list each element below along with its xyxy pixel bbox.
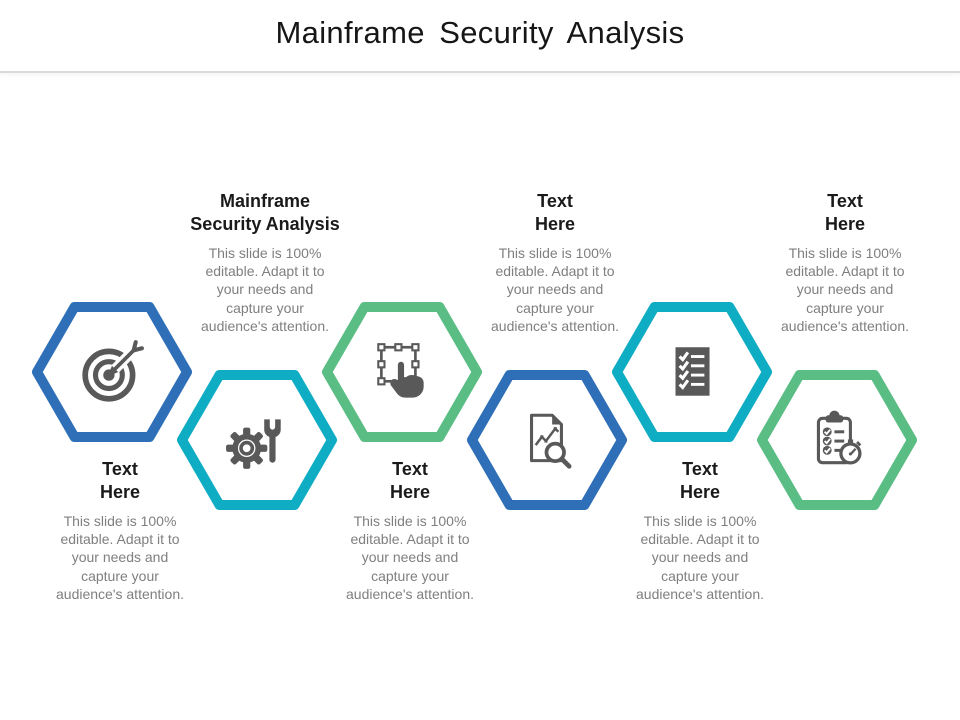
item-heading[interactable]: Text Here — [679, 459, 721, 502]
document-search-icon — [529, 413, 572, 469]
item-heading[interactable]: Mainframe Security Analysis — [190, 191, 340, 234]
item-text-block: Text Here This slide is 100% editable. A… — [25, 458, 215, 603]
title-divider — [0, 71, 960, 73]
item-heading[interactable]: Text Here — [99, 459, 141, 502]
checklist-icon — [675, 347, 710, 396]
item-text-block: Text Here This slide is 100% editable. A… — [750, 190, 940, 335]
item-heading[interactable]: Text Here — [534, 191, 576, 234]
hexagon-select-hand[interactable] — [322, 302, 482, 442]
item-body[interactable]: This slide is 100% editable. Adapt it to… — [56, 513, 184, 602]
item-body[interactable]: This slide is 100% editable. Adapt it to… — [201, 245, 329, 334]
item-text-block: Text Here This slide is 100% editable. A… — [605, 458, 795, 603]
select-hand-icon — [377, 343, 424, 398]
target-icon — [82, 340, 144, 402]
item-heading[interactable]: Text Here — [389, 459, 431, 502]
item-text-block: Text Here This slide is 100% editable. A… — [315, 458, 505, 603]
slide-title[interactable]: Mainframe Security Analysis — [275, 15, 685, 50]
item-text-block: Mainframe Security Analysis This slide i… — [170, 190, 360, 335]
hexagon-gear-wrench[interactable] — [177, 370, 337, 510]
item-body[interactable]: This slide is 100% editable. Adapt it to… — [346, 513, 474, 602]
hexagon-checklist[interactable] — [612, 302, 772, 442]
hexagon-document-search[interactable] — [467, 370, 627, 510]
gear-wrench-icon — [226, 419, 281, 469]
clipboard-stopwatch-icon — [816, 410, 862, 465]
hexagon-clipboard-stopwatch[interactable] — [757, 370, 917, 510]
item-body[interactable]: This slide is 100% editable. Adapt it to… — [636, 513, 764, 602]
item-body[interactable]: This slide is 100% editable. Adapt it to… — [491, 245, 619, 334]
item-heading[interactable]: Text Here — [824, 191, 866, 234]
item-text-block: Text Here This slide is 100% editable. A… — [460, 190, 650, 335]
hexagon-target[interactable] — [32, 302, 192, 442]
item-body[interactable]: This slide is 100% editable. Adapt it to… — [781, 245, 909, 334]
